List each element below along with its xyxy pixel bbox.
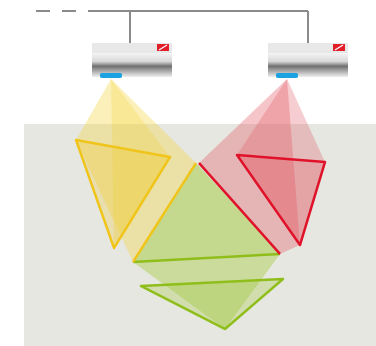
yellow-edge — [131, 162, 198, 263]
green-zone-fill — [133, 254, 280, 329]
right-sensor-top — [268, 43, 348, 53]
right-sensor — [268, 43, 348, 78]
cable — [36, 10, 309, 43]
green-zone-edge — [132, 252, 281, 264]
left-beam-fill-inner — [111, 79, 170, 248]
left-sensor-top — [92, 43, 172, 53]
green-zone-outline — [139, 277, 285, 331]
left-sensor-lens — [100, 73, 122, 78]
left-beam-fill — [76, 79, 196, 262]
green-zone-upper — [133, 163, 280, 262]
logo-icon — [157, 44, 169, 51]
right-zone-red — [235, 153, 327, 247]
right-sensor-lens — [276, 73, 298, 78]
left-zone-yellow — [74, 138, 172, 250]
red-edge — [198, 162, 281, 255]
logo-icon — [333, 44, 345, 51]
left-sensor — [92, 43, 172, 78]
right-beam-inner — [237, 79, 325, 245]
